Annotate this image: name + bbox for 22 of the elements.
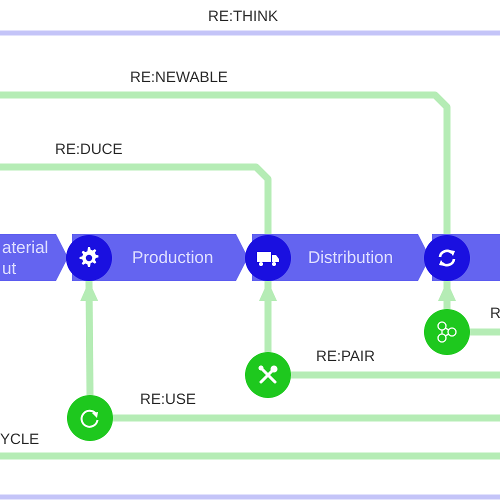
edge-label: RE:NEWABLE <box>130 69 228 87</box>
arrow <box>80 280 98 396</box>
loop-circle <box>245 352 291 398</box>
loop-label: YCLE <box>0 431 40 449</box>
arrow <box>438 281 456 309</box>
stage-label: aterial ut <box>2 236 50 278</box>
connector-line <box>291 372 500 378</box>
loop-circle <box>67 395 113 441</box>
connector-line <box>113 414 500 422</box>
connector-line <box>470 328 500 336</box>
loop-label: RE:THINK <box>208 8 278 26</box>
process-band <box>0 234 68 281</box>
edge-label: RE:DUCE <box>55 141 123 159</box>
edge-label: RE:PAIR <box>316 348 375 366</box>
stage-label: Distribution <box>308 247 394 268</box>
edge-label: R <box>490 305 500 323</box>
connector-line <box>0 164 272 235</box>
stage-label: Production <box>132 247 214 268</box>
arrow <box>259 281 277 352</box>
loop-circle <box>424 309 470 355</box>
edge-label: RE:USE <box>140 391 196 409</box>
connector-line <box>0 92 450 235</box>
